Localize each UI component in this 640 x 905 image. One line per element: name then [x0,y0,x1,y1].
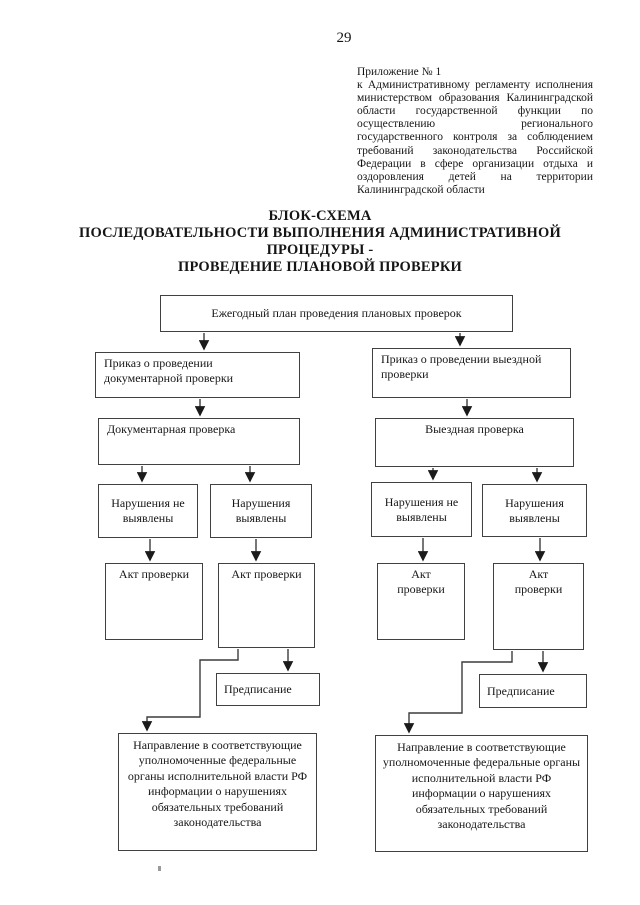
node-act-field-2: Акт проверки [493,563,584,650]
node-act-doc-2: Акт проверки [218,563,315,648]
node-order-field: Приказ о проведении выездной проверки [372,348,571,398]
appendix-note: Приложение № 1 к Административному регла… [357,66,593,197]
appendix-heading: Приложение № 1 [357,66,442,78]
diagram-title-line-1: БЛОК-СХЕМА [268,208,372,224]
node-violations-doc: Нарушения выявлены [210,484,312,538]
diagram-title: БЛОК-СХЕМА ПОСЛЕДОВАТЕЛЬНОСТИ ВЫПОЛНЕНИЯ… [20,208,620,276]
node-order-documentary: Приказ о проведении документарной провер… [95,352,300,398]
diagram-title-line-4: ПРОВЕДЕНИЕ ПЛАНОВОЙ ПРОВЕРКИ [177,259,463,275]
node-violations-field: Нарушения выявлены [482,484,587,537]
node-prescription-field: Предписание [479,674,587,708]
edge-act-doc-to-referral [141,649,239,732]
diagram-title-line-3: ПРОЦЕДУРЫ - [266,242,374,258]
appendix-body: к Административному регламенту исполнени… [357,79,593,196]
node-act-doc-1: Акт проверки [105,563,203,640]
node-referral-field: Направление в соответствующие уполномоче… [375,735,588,852]
node-act-field-1: Акт проверки [377,563,465,640]
edge-act-field-to-referral [403,651,513,734]
node-referral-doc: Направление в соответствующие уполномоче… [118,733,317,851]
node-no-violations-field: Нарушения не выявлены [371,482,472,537]
node-documentary-check: Документарная проверка [98,418,300,465]
node-prescription-doc: Предписание [216,673,320,706]
page-number: 29 [336,30,352,46]
node-field-check: Выездная проверка [375,418,574,467]
node-annual-plan: Ежегодный план проведения плановых прове… [160,295,513,332]
node-no-violations-doc: Нарушения не выявлены [98,484,198,538]
diagram-title-line-2: ПОСЛЕДОВАТЕЛЬНОСТИ ВЫПОЛНЕНИЯ АДМИНИСТРА… [79,225,561,241]
scan-artifact [158,866,161,871]
